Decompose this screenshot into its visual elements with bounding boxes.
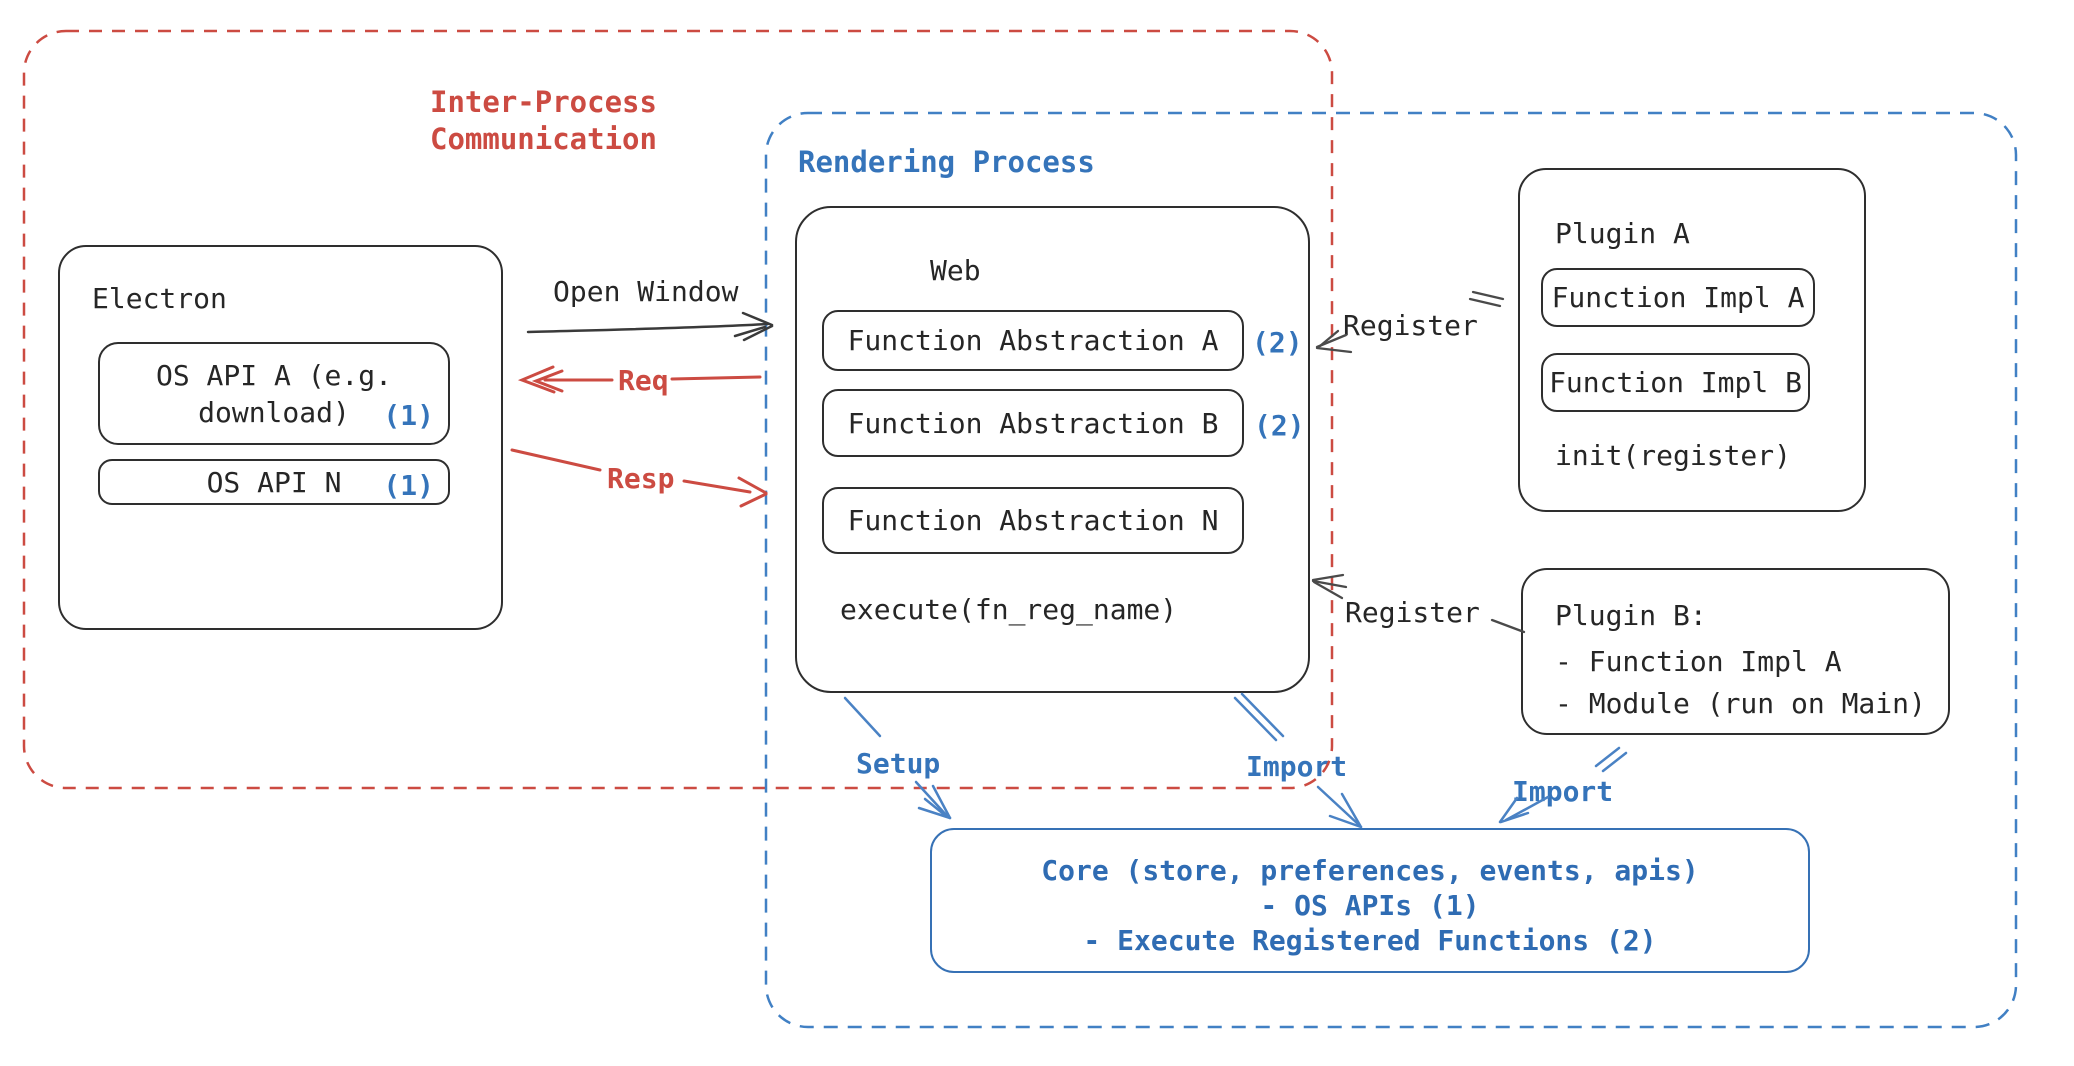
register-bottom-label: Register: [1345, 596, 1480, 629]
os-api-a-badge: (1): [383, 399, 434, 432]
import-plugin-label: Import: [1512, 775, 1614, 808]
core-box: Core (store, preferences, events, apis) …: [930, 828, 1810, 973]
core-line2: - OS APIs (1): [1260, 889, 1480, 922]
open-window-label: Open Window: [553, 275, 739, 308]
function-impl-b-label: Function Impl B: [1549, 366, 1802, 399]
import-web-label: Import: [1246, 750, 1348, 783]
electron-title: Electron: [92, 282, 227, 315]
ipc-title-line1: Inter-Process: [430, 85, 657, 119]
open-window-arrow: [526, 311, 774, 342]
ipc-group-title: Inter-Process Communication: [430, 84, 657, 158]
function-abstraction-b-box: Function Abstraction B: [822, 389, 1244, 457]
register-top-label: Register: [1343, 309, 1478, 342]
execute-label: execute(fn_reg_name): [840, 593, 1178, 626]
setup-label: Setup: [856, 747, 941, 780]
os-api-a-line2: download): [198, 395, 350, 429]
os-api-n-label: OS API N: [206, 465, 342, 499]
plugin-b-item-1: - Function Impl A: [1555, 645, 1842, 678]
function-abstraction-a-label: Function Abstraction A: [847, 324, 1219, 357]
os-api-a-line1: OS API A (e.g.: [155, 358, 392, 392]
function-abstraction-n-label: Function Abstraction N: [847, 504, 1219, 537]
rendering-process-title: Rendering Process: [798, 145, 1095, 179]
init-register-label: init(register): [1555, 439, 1792, 472]
os-api-n-badge: (1): [383, 469, 434, 502]
plugin-a-title: Plugin A: [1555, 217, 1690, 250]
function-impl-a-label: Function Impl A: [1551, 281, 1805, 314]
function-abstraction-a-box: Function Abstraction A: [822, 310, 1244, 371]
core-line3: - Execute Registered Functions (2): [1083, 924, 1657, 957]
core-line1: Core (store, preferences, events, apis): [1041, 854, 1699, 887]
function-impl-b-box: Function Impl B: [1541, 353, 1810, 412]
web-title: Web: [930, 254, 981, 287]
function-abstraction-b-badge: (2): [1254, 409, 1305, 442]
ipc-title-line2: Communication: [430, 122, 657, 156]
function-abstraction-a-badge: (2): [1252, 326, 1303, 359]
os-api-a-label: OS API A (e.g. download): [156, 357, 392, 431]
plugin-b-item-2: - Module (run on Main): [1555, 687, 1926, 720]
function-abstraction-n-box: Function Abstraction N: [822, 487, 1244, 554]
function-abstraction-b-label: Function Abstraction B: [847, 406, 1219, 440]
os-api-a-box: OS API A (e.g. download) (1): [98, 342, 450, 445]
plugin-b-title: Plugin B:: [1555, 599, 1707, 632]
resp-label: Resp: [607, 462, 675, 495]
req-label: Req: [618, 364, 669, 397]
function-impl-a-box: Function Impl A: [1541, 268, 1815, 327]
os-api-n-box: OS API N (1): [98, 459, 450, 505]
